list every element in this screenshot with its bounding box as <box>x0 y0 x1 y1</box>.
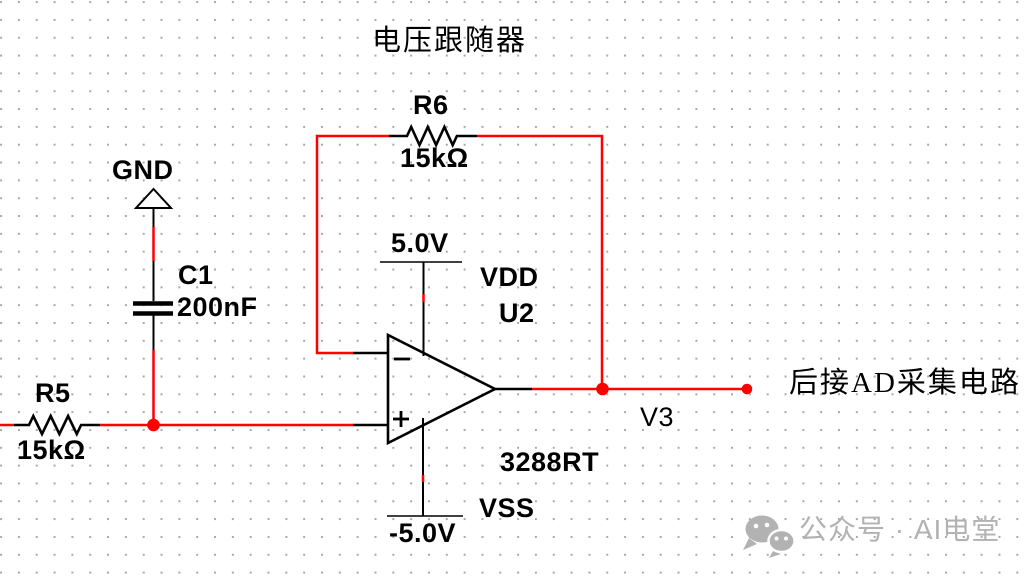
junction-dot-output <box>596 382 609 396</box>
vdd-voltage-label: 5.0V <box>391 228 449 258</box>
vss-voltage-label: -5.0V <box>389 518 457 548</box>
r6-value-label: 15kΩ <box>400 143 469 173</box>
opamp-symbol <box>353 332 532 446</box>
r6-ref-label: R6 <box>413 90 449 120</box>
watermark-text: 公众号 · AI电堂 <box>799 514 1001 545</box>
vss-rail-symbol <box>387 418 463 517</box>
r6-resistor <box>389 123 477 149</box>
net-v3-label: V3 <box>640 402 675 432</box>
schematic-title: 电压跟随器 <box>372 25 528 57</box>
c1-ref-label: C1 <box>178 260 214 290</box>
u2-part-label: 3288RT <box>500 447 600 477</box>
output-endpoint-dot <box>741 383 753 395</box>
gnd-label: GND <box>112 155 174 185</box>
vss-pin-label: VSS <box>479 493 535 523</box>
u2-ref-label: U2 <box>499 298 535 328</box>
junction-dot-input <box>147 418 160 432</box>
r5-value-label: 15kΩ <box>17 435 86 465</box>
gnd-symbol <box>133 187 174 209</box>
vdd-rail-symbol <box>380 261 462 356</box>
r5-resistor <box>14 412 100 438</box>
c1-capacitor <box>133 301 173 316</box>
output-note-label: 后接AD采集电路 <box>789 367 1021 399</box>
opamp-plus-icon <box>393 411 409 427</box>
wechat-icon <box>743 515 796 558</box>
c1-value-label: 200nF <box>177 292 258 322</box>
feedback-wire <box>315 134 604 389</box>
r5-ref-label: R5 <box>35 378 71 408</box>
vdd-pin-label: VDD <box>480 262 539 292</box>
